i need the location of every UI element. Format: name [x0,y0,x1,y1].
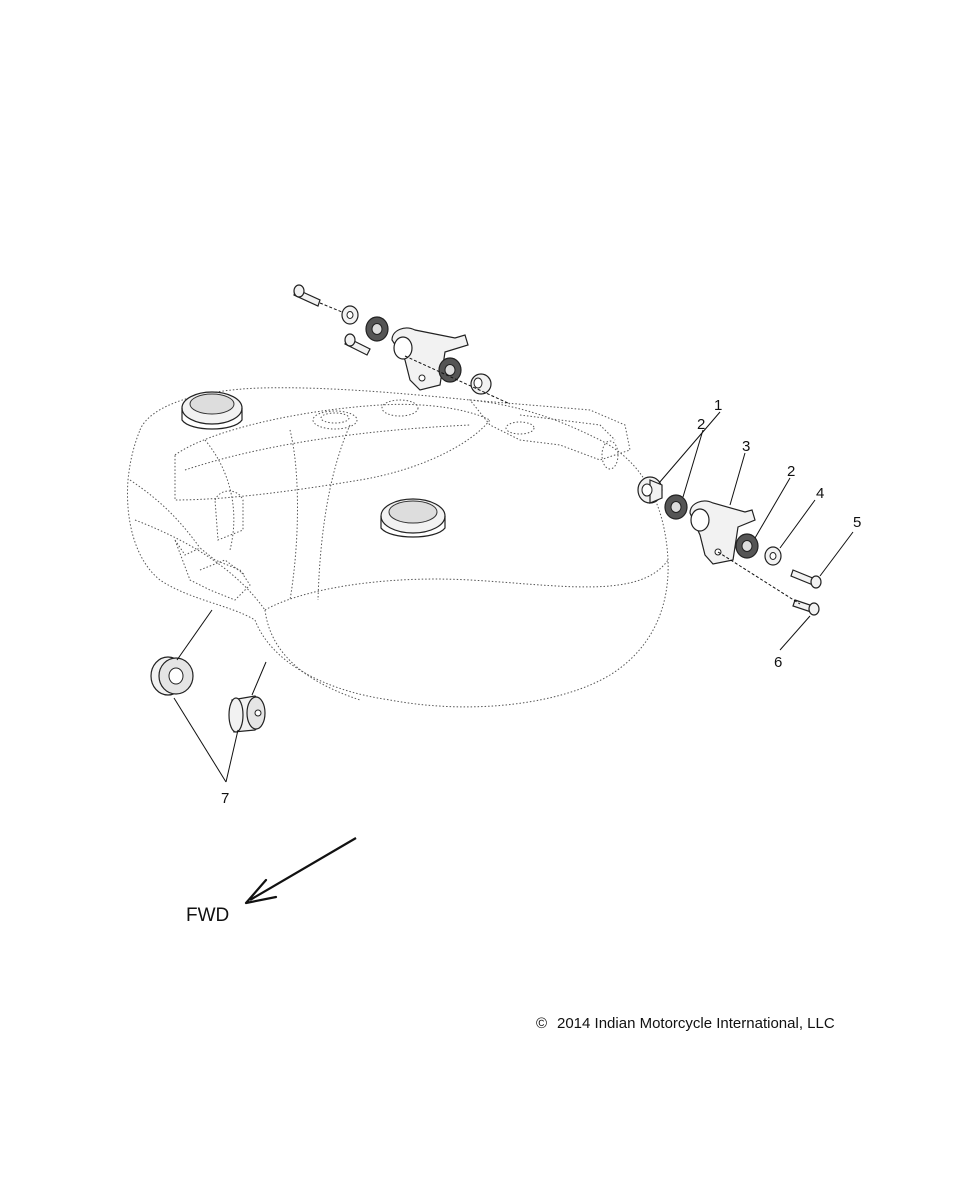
part-4-washer [764,546,782,566]
part-2-bushing-a [664,494,688,520]
part-6-screw [792,599,820,616]
fuel-tank-illustration [127,387,669,708]
right-mount-hardware [637,476,822,616]
callout-3: 3 [742,438,750,455]
callout-4: 4 [816,485,824,502]
upper-mount-hardware [293,284,511,405]
tank-side-plug-right [380,498,446,538]
part-7-grommet-b [228,695,266,733]
copyright-symbol: © [536,1015,547,1032]
part-7-grommet-a [150,656,194,696]
part-5-screw [790,569,822,589]
tank-side-plug-left [181,391,243,430]
forward-direction-label: FWD [186,905,229,926]
part-1-sleeve [637,476,663,504]
part-3-bracket [689,500,756,565]
forward-direction-arrow-icon [244,837,357,905]
callout-2-lower: 2 [787,463,795,480]
callout-7: 7 [221,790,229,807]
callout-6: 6 [774,654,782,671]
copyright-text: 2014 Indian Motorcycle International, LL… [557,1015,835,1032]
callout-1: 1 [714,397,722,414]
callout-5: 5 [853,514,861,531]
callout-leaders [173,411,854,783]
callout-2-upper: 2 [697,416,705,433]
part-2-bushing-b [735,533,759,559]
